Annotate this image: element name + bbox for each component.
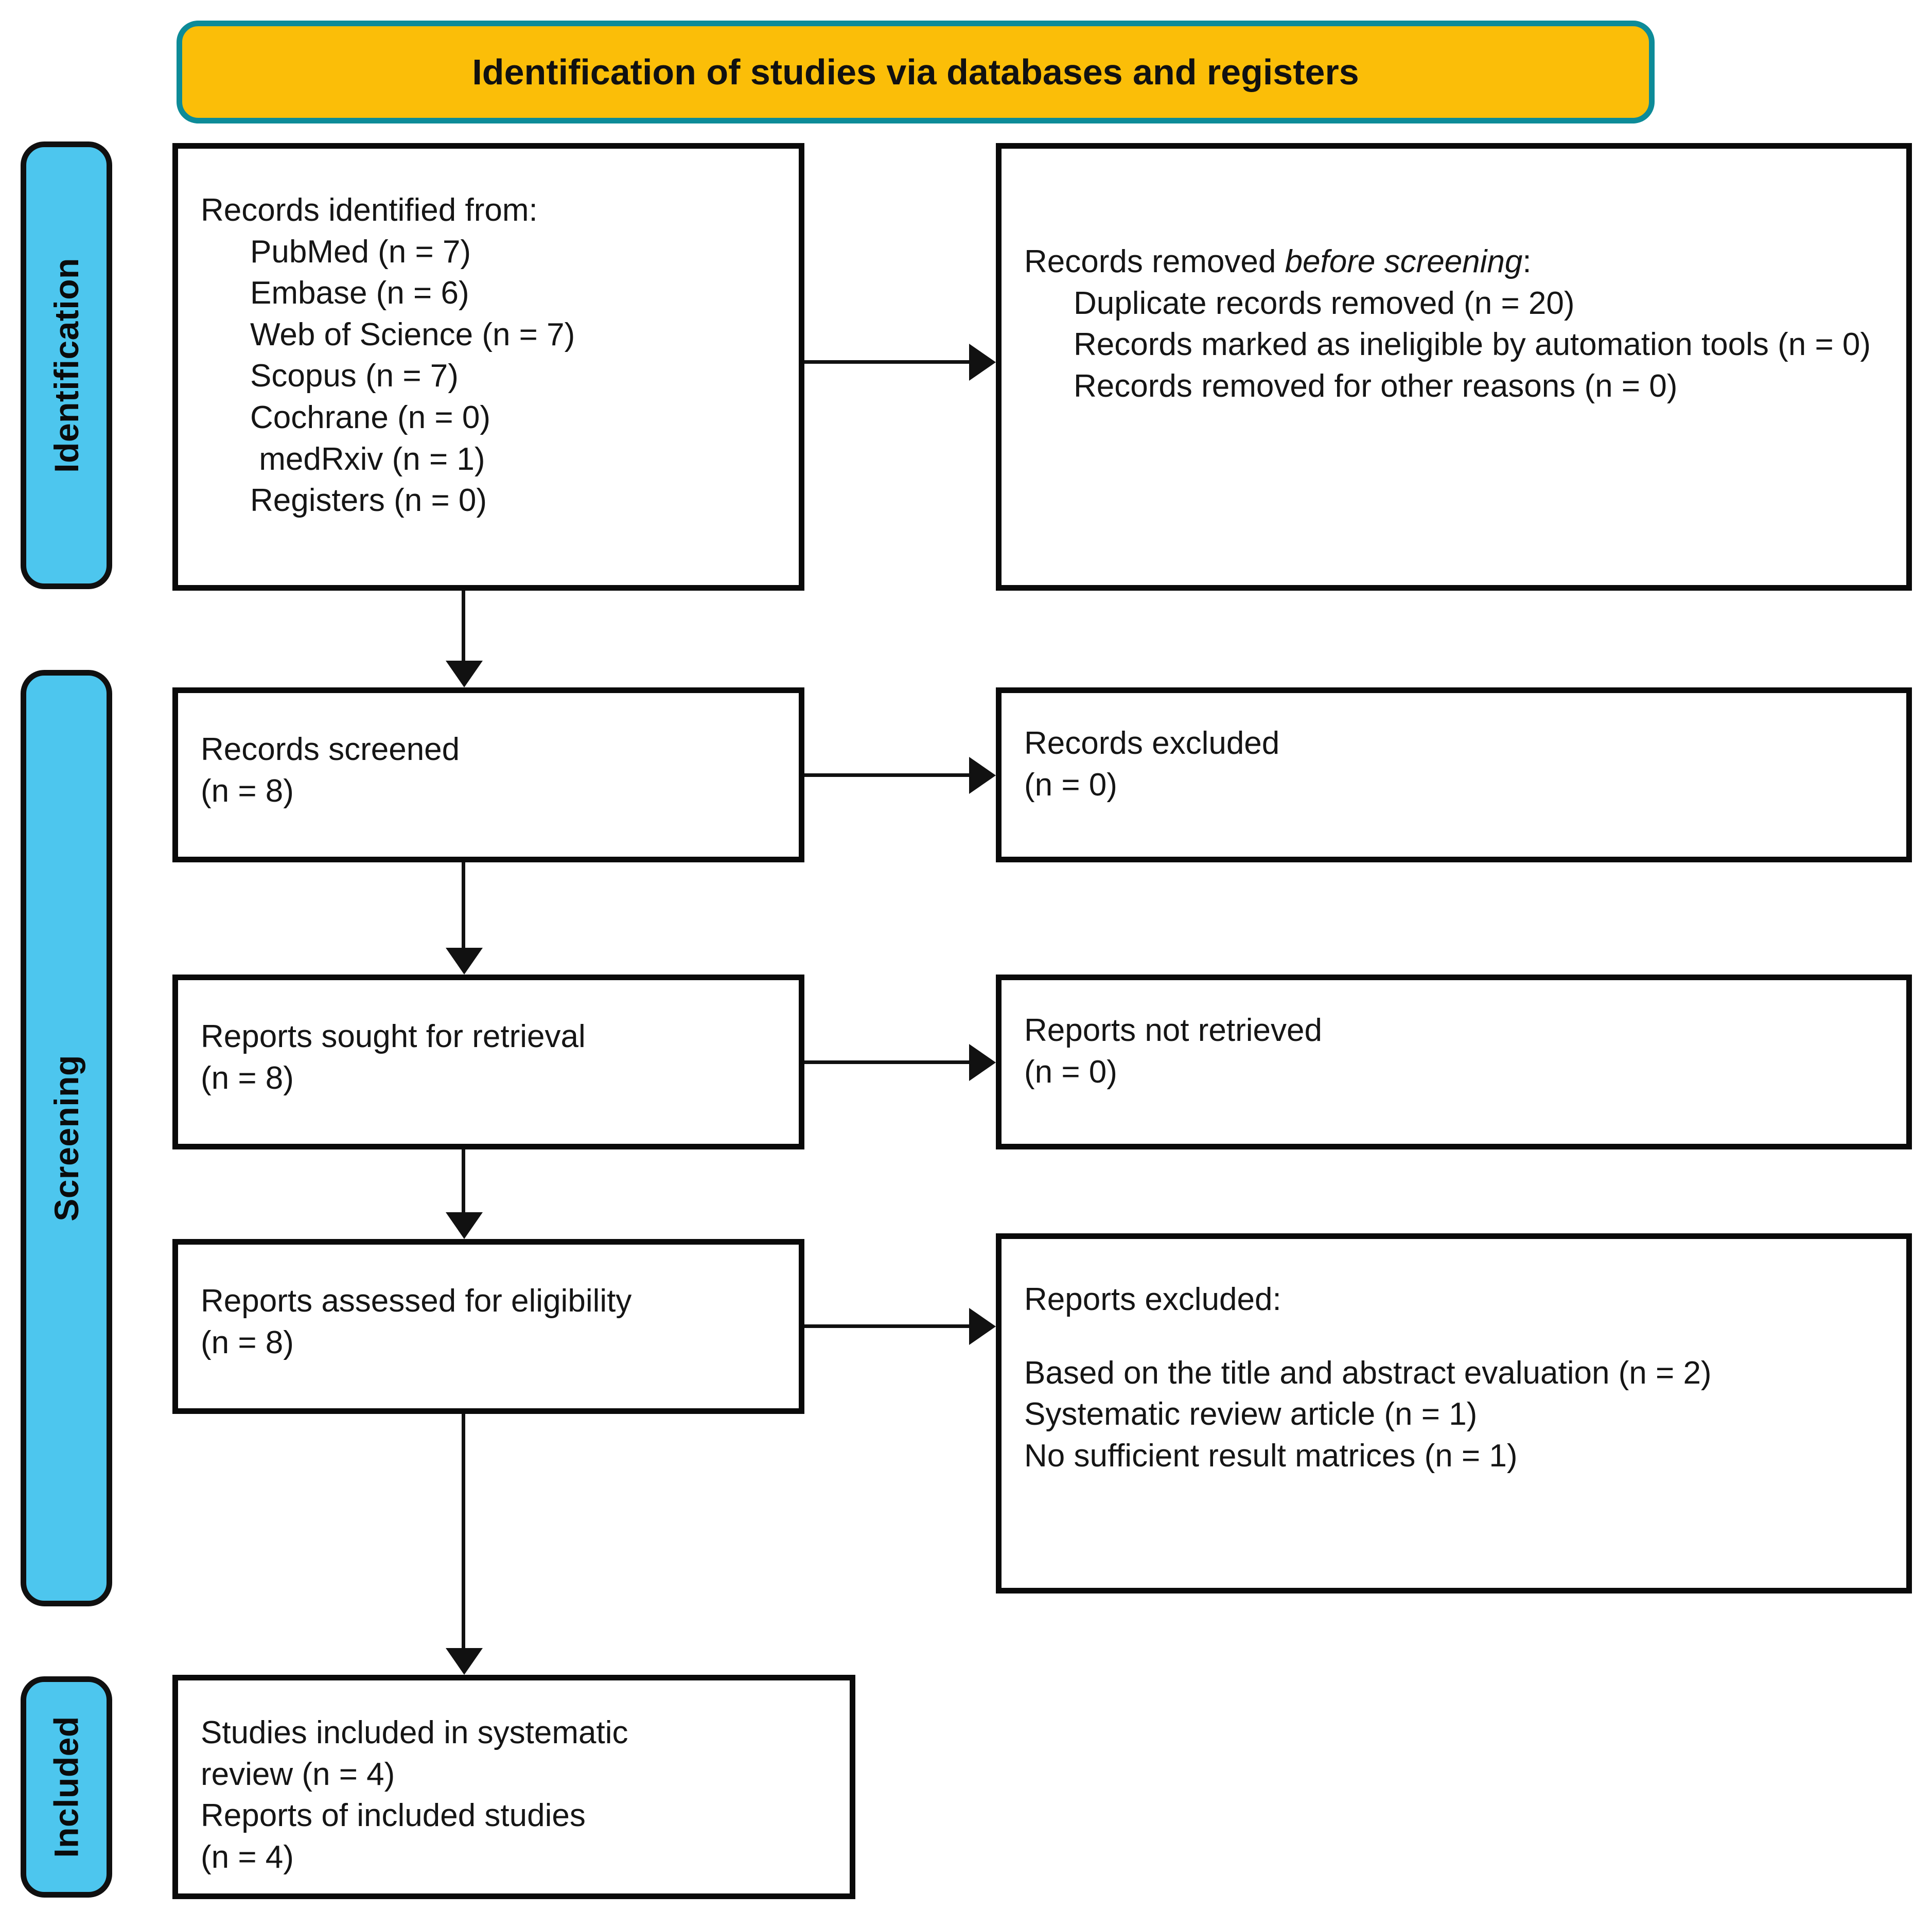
connector-identified-to-removed [804,360,969,364]
arrowhead-identified-to-removed-icon [969,344,996,381]
connector-screened-to-sought [462,862,465,948]
box-records-excluded-body: Records excluded (n = 0) [1002,723,1906,806]
box-records-identified-body: Records identified from: PubMed (n = 7) … [178,190,799,522]
removed-other-reasons: Records removed for other reasons (n = 0… [1074,368,1678,404]
reports-included-line4: (n = 4) [201,1839,294,1875]
studies-included-line1: Studies included in systematic [201,1715,628,1750]
records-removed-heading: Records removed before screening: [1024,241,1884,283]
reports-included-line3: Reports of included studies [201,1798,586,1834]
box-records-identified: Records identified from: PubMed (n = 7) … [172,143,804,591]
stage-tab-included-label: Included [47,1716,86,1858]
box-reports-excluded-body: Reports excluded: Based on the title and… [1002,1279,1906,1477]
records-removed-heading-italic: before screening [1285,244,1523,279]
records-screened-count: (n = 8) [201,773,294,809]
source-registers: Registers (n = 0) [250,483,487,519]
source-web-of-science: Web of Science (n = 7) [250,316,575,352]
box-records-screened: Records screened (n = 8) [172,687,804,862]
records-removed-heading-prefix: Records removed [1024,244,1285,279]
box-reports-assessed-for-eligibility: Reports assessed for eligibility (n = 8) [172,1239,804,1414]
connector-sought-to-assessed [462,1149,465,1212]
arrowhead-sought-to-not-retrieved-icon [969,1044,996,1081]
arrowhead-assessed-to-reports-excluded-icon [969,1308,996,1345]
removed-automation-tools: Records marked as ineligible by automati… [1074,327,1871,363]
records-identified-heading: Records identified from: [201,192,538,228]
box-reports-excluded: Reports excluded: Based on the title and… [996,1233,1912,1593]
arrowhead-screened-to-sought-icon [446,948,483,975]
box-reports-sought-body: Reports sought for retrieval (n = 8) [178,1016,799,1099]
box-reports-sought-for-retrieval: Reports sought for retrieval (n = 8) [172,975,804,1149]
records-removed-heading-suffix: : [1522,244,1532,279]
connector-assessed-to-reports-excluded [804,1324,969,1328]
connector-identified-to-screened [462,591,465,661]
box-records-removed-body: Records removed before screening: Duplic… [1002,241,1906,407]
connector-screened-to-excluded [804,773,969,777]
stage-tab-identification-label: Identification [47,258,86,473]
page-title: Identification of studies via databases … [472,51,1359,92]
box-studies-included-body: Studies included in systematic review (n… [178,1712,850,1878]
stage-tab-identification: Identification [21,141,112,589]
diagram-title-banner: Identification of studies via databases … [177,21,1655,123]
reason-title-abstract: Based on the title and abstract evaluati… [1024,1355,1712,1391]
reports-excluded-spacer [1024,1321,1884,1353]
stage-tab-screening-label: Screening [47,1055,86,1221]
reports-not-retrieved-label: Reports not retrieved [1024,1013,1322,1048]
source-medrxiv: medRxiv (n = 1) [250,441,485,477]
source-embase: Embase (n = 6) [250,275,469,311]
removed-duplicates: Duplicate records removed (n = 20) [1074,285,1575,321]
records-excluded-label: Records excluded [1024,725,1280,761]
box-studies-included: Studies included in systematic review (n… [172,1675,855,1899]
source-cochrane: Cochrane (n = 0) [250,399,490,435]
reports-assessed-label: Reports assessed for eligibility [201,1283,632,1319]
records-screened-label: Records screened [201,732,460,767]
box-reports-not-retrieved-body: Reports not retrieved (n = 0) [1002,1010,1906,1093]
source-scopus: Scopus (n = 7) [250,358,459,394]
connector-assessed-to-included [462,1414,465,1648]
stage-tab-screening: Screening [21,670,112,1606]
source-pubmed: PubMed (n = 7) [250,234,471,270]
box-records-excluded: Records excluded (n = 0) [996,687,1912,862]
arrowhead-screened-to-excluded-icon [969,757,996,794]
box-reports-not-retrieved: Reports not retrieved (n = 0) [996,975,1912,1149]
reports-assessed-count: (n = 8) [201,1324,294,1360]
reason-systematic-review: Systematic review article (n = 1) [1024,1396,1478,1432]
reports-not-retrieved-count: (n = 0) [1024,1054,1117,1090]
reports-sought-count: (n = 8) [201,1060,294,1096]
arrowhead-identified-to-screened-icon [446,661,483,687]
arrowhead-sought-to-assessed-icon [446,1212,483,1239]
box-records-removed-before-screening: Records removed before screening: Duplic… [996,143,1912,591]
studies-included-line2: review (n = 4) [201,1756,395,1792]
connector-sought-to-not-retrieved [804,1060,969,1064]
box-records-screened-body: Records screened (n = 8) [178,729,799,812]
reports-sought-label: Reports sought for retrieval [201,1019,586,1054]
records-excluded-count: (n = 0) [1024,767,1117,803]
reports-excluded-heading: Reports excluded: [1024,1282,1281,1317]
arrowhead-assessed-to-included-icon [446,1648,483,1675]
stage-tab-included: Included [21,1676,112,1898]
reason-no-result-matrices: No sufficient result matrices (n = 1) [1024,1438,1518,1474]
box-reports-assessed-body: Reports assessed for eligibility (n = 8) [178,1281,799,1364]
